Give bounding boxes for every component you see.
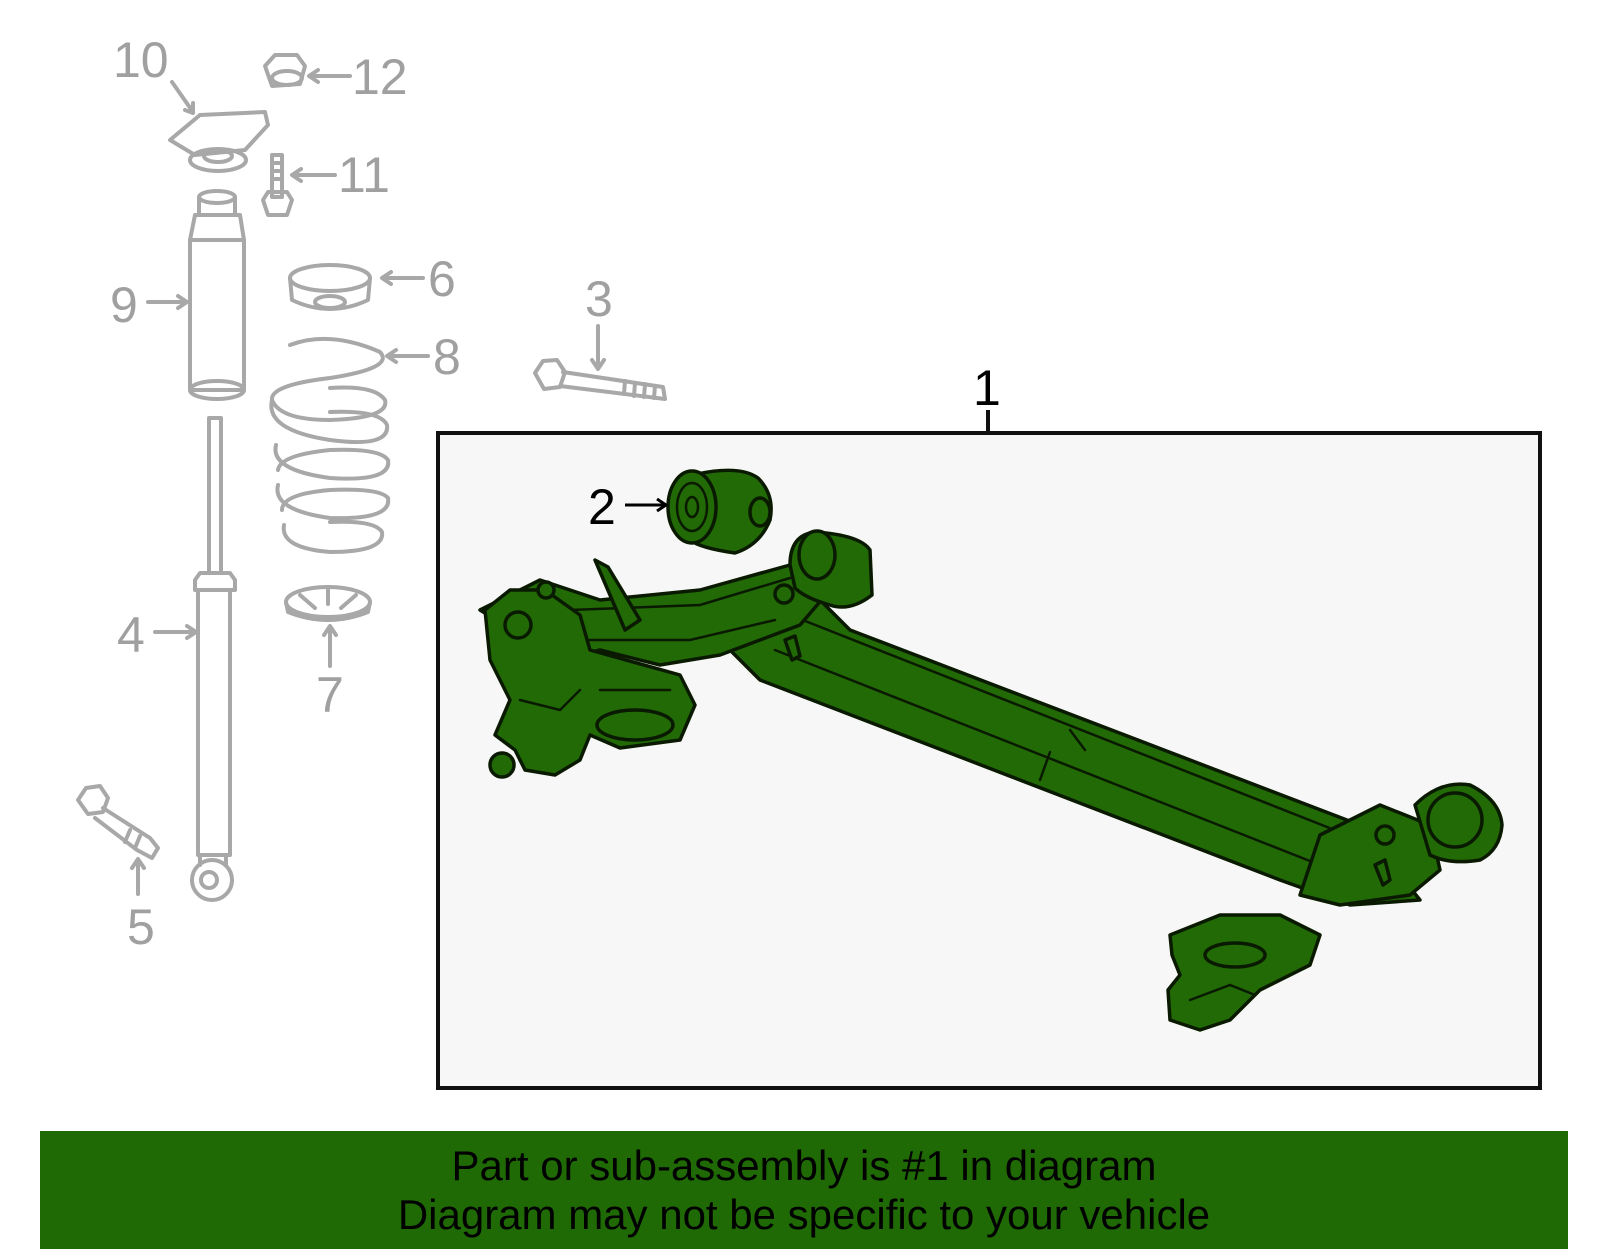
dust-boot-part[interactable]	[188, 189, 246, 401]
callout-8-arrow	[385, 348, 430, 364]
bolt-11-part[interactable]	[261, 153, 294, 217]
callout-5: 5	[127, 899, 155, 955]
banner-line-2: Diagram may not be specific to your vehi…	[397, 1191, 1211, 1238]
callout-10: 10	[113, 32, 169, 88]
rear-axle-beam-part[interactable]	[478, 529, 1504, 1032]
callout-2: 2	[588, 479, 616, 535]
callout-10-arrow	[170, 80, 195, 115]
callout-2-arrow	[625, 497, 669, 513]
callout-3-arrow	[590, 324, 606, 371]
callout-5-arrow	[130, 857, 146, 896]
callout-12-arrow	[307, 68, 352, 84]
nut-part[interactable]	[263, 53, 307, 88]
callout-4-arrow	[153, 624, 198, 640]
callout-4: 4	[117, 607, 145, 663]
callout-7-arrow	[322, 624, 338, 668]
banner-line-1: Part or sub-assembly is #1 in diagram	[451, 1142, 1157, 1189]
upper-spring-seat-part[interactable]	[288, 263, 372, 311]
callout-3: 3	[585, 271, 613, 327]
bolt-5-part[interactable]	[76, 784, 160, 860]
callout-6: 6	[428, 251, 456, 307]
bushing-part[interactable]	[666, 468, 773, 555]
callout-6-arrow	[380, 270, 425, 286]
shock-absorber-part[interactable]	[190, 416, 237, 902]
callout-11-arrow	[290, 167, 337, 183]
callout-12: 12	[352, 49, 408, 105]
callout-11: 11	[338, 147, 390, 203]
lower-spring-seat-part[interactable]	[284, 585, 372, 622]
upper-mount-part[interactable]	[168, 110, 270, 173]
callout-9-arrow	[146, 294, 189, 310]
bolt-3-part[interactable]	[533, 358, 667, 401]
coil-spring-part[interactable]	[269, 336, 391, 554]
callout-1: 1	[973, 360, 1001, 416]
disclaimer-banner: Part or sub-assembly is #1 in diagram Di…	[40, 1131, 1568, 1249]
callout-9: 9	[110, 277, 138, 333]
callout-8: 8	[433, 329, 461, 385]
callout-7: 7	[316, 667, 344, 723]
